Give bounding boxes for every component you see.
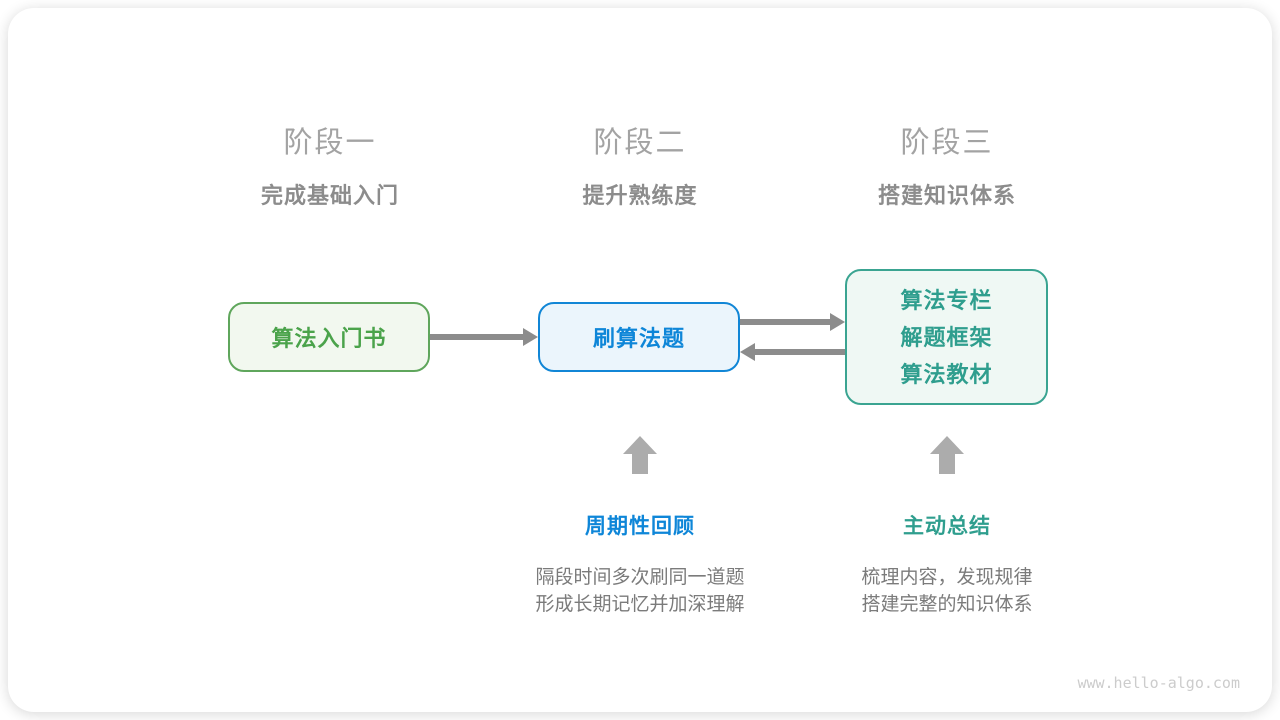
annotation-line: 隔段时间多次刷同一道题 — [535, 567, 745, 588]
arrow-book-to-practice-icon — [430, 328, 538, 346]
annotation-title: 主动总结 — [903, 515, 991, 538]
stage-subtitle: 提升熟练度 — [582, 183, 698, 208]
annotation-description: 梳理内容，发现规律 搭建完整的知识体系 — [772, 564, 1122, 618]
arrow-head — [740, 343, 755, 361]
arrow-shaft — [754, 349, 845, 355]
node-label-line: 解题框架 — [900, 324, 993, 350]
up-arrow-stem — [632, 454, 648, 474]
watermark: www.hello-algo.com — [1077, 674, 1240, 692]
stage-header-3: 阶段三 搭建知识体系 — [797, 126, 1097, 210]
node-label-line: 算法教材 — [900, 361, 993, 387]
up-arrow-head — [623, 436, 657, 454]
arrow-practice-to-resources-icon — [740, 313, 845, 331]
up-arrow-summary-icon — [930, 436, 964, 474]
node-intro-book: 算法入门书 — [228, 302, 430, 372]
arrow-shaft — [740, 319, 831, 325]
up-arrow-review-icon — [623, 436, 657, 474]
arrow-head — [523, 328, 538, 346]
arrow-head — [830, 313, 845, 331]
annotation-description: 隔段时间多次刷同一道题 形成长期记忆并加深理解 — [465, 564, 815, 618]
arrow-shaft — [430, 334, 524, 340]
stage-title: 阶段一 — [283, 127, 377, 159]
annotation-periodic-review: 周期性回顾 隔段时间多次刷同一道题 形成长期记忆并加深理解 — [465, 510, 815, 618]
stage-header-1: 阶段一 完成基础入门 — [180, 126, 480, 210]
stage-subtitle: 完成基础入门 — [260, 183, 399, 208]
up-arrow-stem — [939, 454, 955, 474]
stage-title: 阶段二 — [593, 127, 687, 159]
node-label-line: 算法专栏 — [900, 287, 993, 313]
node-label: 算法入门书 — [271, 326, 387, 351]
stage-header-2: 阶段二 提升熟练度 — [490, 126, 790, 210]
node-practice-problems: 刷算法题 — [538, 302, 740, 372]
annotation-line: 搭建完整的知识体系 — [861, 594, 1033, 615]
arrow-resources-to-practice-icon — [740, 343, 845, 361]
up-arrow-head — [930, 436, 964, 454]
annotation-line: 形成长期记忆并加深理解 — [535, 594, 745, 615]
stage-title: 阶段三 — [900, 127, 994, 159]
annotation-active-summary: 主动总结 梳理内容，发现规律 搭建完整的知识体系 — [772, 510, 1122, 618]
node-label: 刷算法题 — [592, 326, 685, 351]
node-knowledge-resources: 算法专栏 解题框架 算法教材 — [845, 269, 1048, 405]
annotation-title: 周期性回顾 — [585, 515, 695, 538]
stage-subtitle: 搭建知识体系 — [877, 183, 1016, 208]
annotation-line: 梳理内容，发现规律 — [861, 567, 1033, 588]
